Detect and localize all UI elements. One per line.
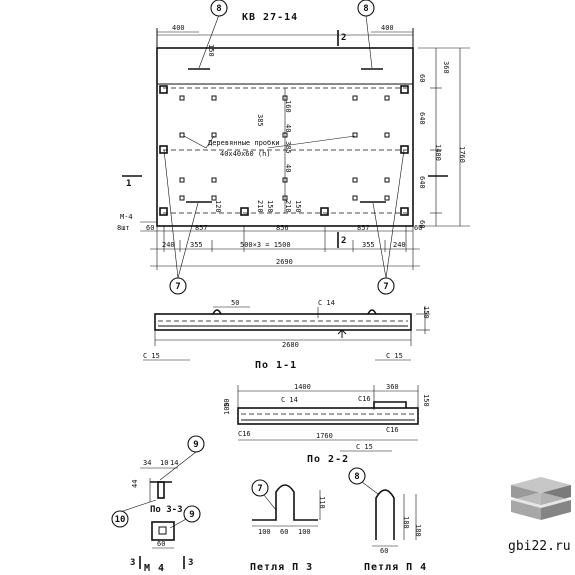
slab-outline <box>156 47 414 227</box>
inner-vdim-b: 385 <box>256 114 264 127</box>
sec-mark-3-right: 3 <box>188 558 193 568</box>
bottom-row1-4: 60 <box>414 224 422 232</box>
inner-vdim-n: 120 <box>214 200 222 213</box>
right-dim-1760: 1760 <box>458 146 466 163</box>
sec22-bar-c16a: С16 <box>358 395 371 403</box>
sec-mark-3-left: 3 <box>130 558 135 568</box>
inner-vdim-c: 40 <box>284 124 292 132</box>
inner-vdim-e: 385 <box>284 141 292 154</box>
svg-text:10: 10 <box>115 515 126 525</box>
watermark-text: gbi22.ru <box>508 539 571 554</box>
row-m4-label: М-4 <box>120 213 133 221</box>
right-dim-1400: 1400 <box>434 144 442 161</box>
svg-text:8: 8 <box>216 4 221 14</box>
sec22-bar-c16b: С16 <box>238 430 251 438</box>
bottom-row1-3: 857 <box>357 224 370 232</box>
loop-p4: 8 60 180 180 Петля П 4 <box>348 467 427 573</box>
bottom-row2-0: 240 <box>162 241 175 249</box>
right-dim-640a: 640 <box>418 112 426 125</box>
sec22-overall: 1760 <box>316 432 333 440</box>
right-dim-band1: 360 <box>442 61 450 74</box>
row-qty-label: 8шт <box>117 224 130 232</box>
sec22-bar-c15: С 15 <box>356 443 373 451</box>
right-dim-top-edge: 60 <box>418 74 426 82</box>
overall-length: 2690 <box>276 258 293 266</box>
bottom-row1-0: 60 <box>146 224 154 232</box>
sec11-bar-label: С 14 <box>318 299 335 307</box>
sec22-bar-c14: С 14 <box>281 396 298 404</box>
p4-h1: 180 <box>402 516 410 529</box>
p3-dim-0: 100 <box>258 528 271 536</box>
inner-vdim-k: 210 <box>284 200 292 213</box>
bottom-row2-4: 240 <box>393 241 406 249</box>
sec11-right-bar: С 15 <box>386 352 403 360</box>
svg-text:8: 8 <box>363 4 368 14</box>
wood-note-line1: Деревянные пробки <box>208 139 280 147</box>
p3-dim-1: 60 <box>280 528 288 536</box>
inner-vdim-a: 160 <box>284 100 292 113</box>
sec11-overall: 2680 <box>282 341 299 349</box>
det33-d2: 10 <box>160 459 168 467</box>
p4-caption: Петля П 4 <box>364 562 427 573</box>
svg-text:7: 7 <box>257 484 262 494</box>
sec11-height: 150 <box>422 306 430 319</box>
inner-vdim-h: 150 <box>266 200 274 213</box>
svg-text:7: 7 <box>175 282 180 292</box>
bottom-row2-1: 355 <box>190 241 203 249</box>
sec22-right-top: 360 <box>386 383 399 391</box>
bottom-row2-3: 355 <box>362 241 375 249</box>
right-dim-640b: 640 <box>418 176 426 189</box>
inner-vdim-g: 210 <box>256 200 264 213</box>
sec11-left-bar: С 15 <box>143 352 160 360</box>
det33-d1: 34 <box>143 459 151 467</box>
sec22-caption: По 2-2 <box>307 454 349 465</box>
section-2-2: 1400 360 50 100 С 14 С16 С16 С16 150 176… <box>223 383 430 465</box>
p4-h2: 180 <box>414 524 422 537</box>
section-mark-1-left: 1 <box>126 179 131 189</box>
det33-side: 44 <box>131 480 139 488</box>
inner-vdim-l: 150 <box>294 200 302 213</box>
det33-caption: По 3-3 <box>150 505 183 515</box>
p3-dim-2: 100 <box>298 528 311 536</box>
loop-offset-dim: 150 <box>207 44 215 57</box>
sec22-bar-c16c: С16 <box>386 426 399 434</box>
p3-height: 110 <box>318 496 326 509</box>
svg-text:7: 7 <box>383 282 388 292</box>
svg-text:9: 9 <box>189 510 194 520</box>
p4-width: 60 <box>380 547 388 555</box>
sec22-height: 150 <box>422 394 430 407</box>
wood-note-line2: 40x40x60 (h) <box>220 150 271 158</box>
plan-view: 400 400 150 2 2 1 <box>117 24 470 270</box>
callout-7-left: 7 <box>163 149 199 295</box>
bottom-row1-2: 856 <box>276 224 289 232</box>
section-mark-2-top: 2 <box>341 33 346 43</box>
section-mark-2-bottom: 2 <box>341 236 346 246</box>
callout-8-right: 8 <box>357 0 375 69</box>
section-1-1: 50 С 14 150 2680 С 15 С 15 По 1-1 <box>143 299 430 371</box>
top-dim-right: 400 <box>381 24 394 32</box>
svg-text:9: 9 <box>193 440 198 450</box>
callout-7-right: 7 <box>372 149 405 295</box>
sec22-left-small: 50 <box>223 399 231 407</box>
det33-d3: 14 <box>170 459 178 467</box>
m4-dim: 60 <box>157 540 165 548</box>
inner-vdim-f: 40 <box>284 164 292 172</box>
detail-3-3: 9 34 10 14 44 10 По 3-3 9 60 3 3 М 4 <box>111 435 205 574</box>
loop-p3: 7 100 60 100 110 Петля П 3 <box>250 479 326 573</box>
top-dim-left: 400 <box>172 24 185 32</box>
sec22-left-small2: 100 <box>223 402 231 415</box>
bottom-row1-1: 857 <box>195 224 208 232</box>
sec22-top-dim: 1400 <box>294 383 311 391</box>
svg-text:8: 8 <box>354 472 359 482</box>
sec11-caption: По 1-1 <box>255 360 297 371</box>
callout-8-left: 8 <box>198 0 228 69</box>
m4-caption: М 4 <box>144 563 165 574</box>
drawing-title: КВ 27-14 <box>242 12 298 23</box>
bottom-row2-2: 500×3 = 1500 <box>240 241 291 249</box>
right-dim-bottom-edge: 60 <box>418 220 426 228</box>
site-logo <box>511 477 571 520</box>
p3-caption: Петля П 3 <box>250 562 313 573</box>
sec11-top-label: 50 <box>231 299 239 307</box>
